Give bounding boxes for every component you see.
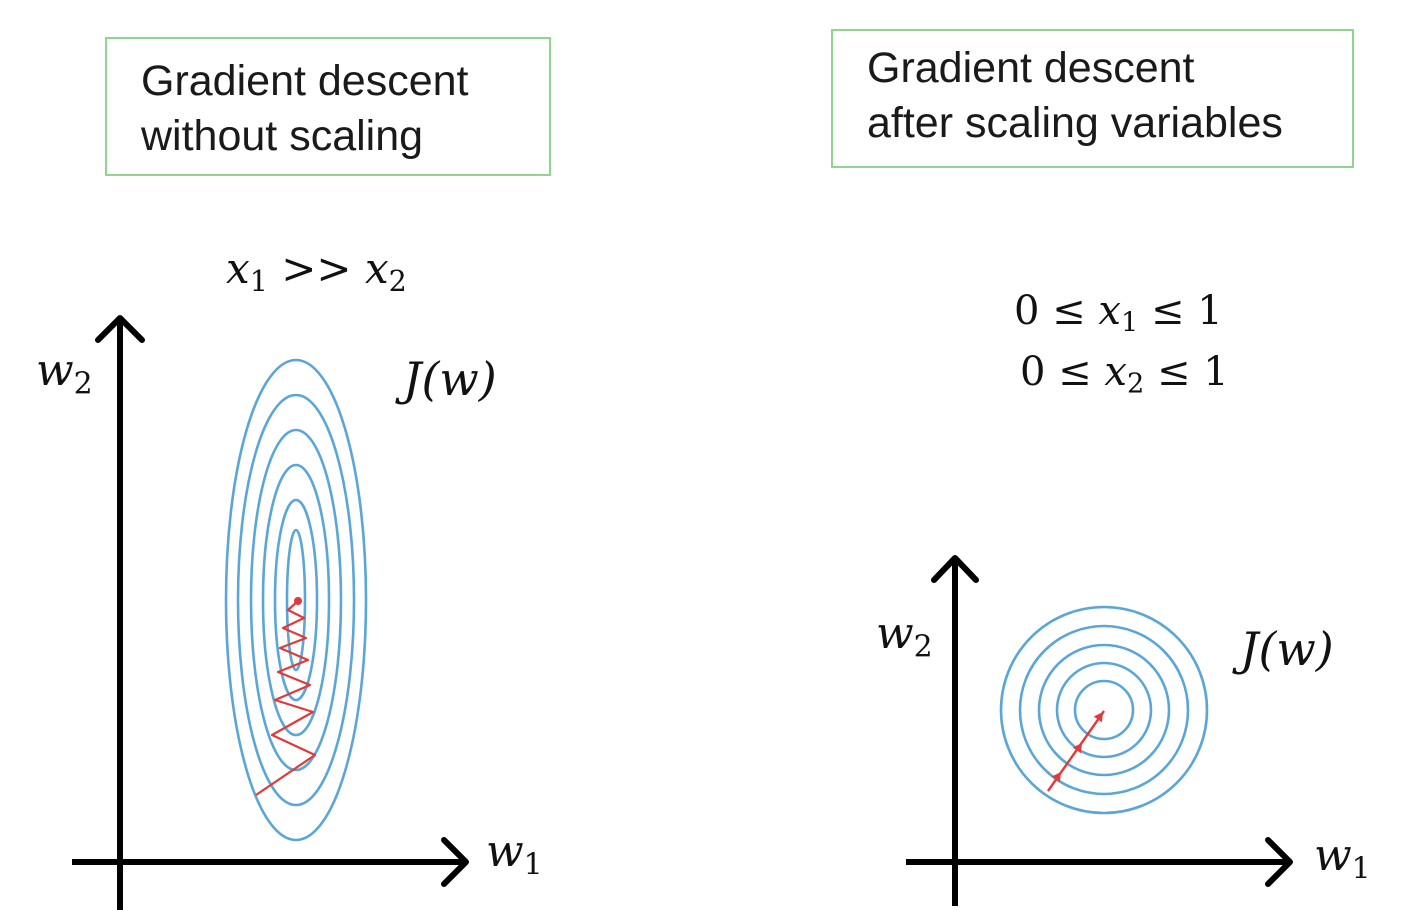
cond2-high: 1 [1203, 349, 1229, 395]
cond1-high: 1 [1197, 288, 1223, 334]
left-axis-y-label: w2 [36, 345, 93, 399]
cond-relation: >> [281, 244, 352, 293]
left-x-var: w [486, 826, 524, 877]
right-path-arrowhead-2 [1072, 743, 1082, 754]
right-title-line-2: after scaling variables [867, 99, 1283, 147]
right-condition-2: 0 ≤ x2 ≤ 1 [1020, 349, 1229, 398]
cond1-low: 0 [1014, 288, 1040, 334]
right-cost-label: J(w) [1240, 622, 1334, 676]
left-title-line-1: Gradient descent [141, 57, 469, 105]
left-zigzag-descent-path [255, 600, 317, 796]
right-direct-descent-path [1047, 710, 1105, 792]
left-path-end-dot [294, 597, 302, 605]
right-contour-ring-1 [999, 605, 1209, 815]
left-contour-ring-6 [285, 528, 307, 672]
cond2-op-a: ≤ [1058, 349, 1092, 395]
left-y-arrowhead [95, 315, 145, 343]
right-path-arrowhead-1 [1051, 772, 1061, 783]
left-axis-x-label: w1 [486, 826, 543, 880]
cond2-low: 0 [1020, 349, 1046, 395]
right-contour-ring-5 [1073, 679, 1135, 741]
cond2-sub: 2 [1126, 368, 1145, 400]
right-contour-ring-4 [1055, 661, 1153, 759]
right-x-var: w [1314, 830, 1352, 881]
cond1-sub: 1 [1120, 307, 1139, 339]
cond-var-x2: x [364, 244, 389, 293]
left-condition-label: x1 >> x2 [226, 244, 407, 295]
right-axis-y-label: w2 [876, 608, 933, 662]
axes [72, 315, 1293, 910]
cond-sub-2: 2 [388, 263, 407, 298]
right-condition-1: 0 ≤ x1 ≤ 1 [1014, 288, 1223, 337]
right-x-sub: 1 [1351, 851, 1371, 887]
right-contour-circles [999, 605, 1209, 815]
left-title-box: Gradient descent without scaling [105, 37, 551, 176]
right-contour-ring-3 [1037, 643, 1171, 777]
left-y-var: w [36, 345, 74, 396]
right-y-arrowhead [931, 555, 979, 583]
left-title-line-2: without scaling [141, 112, 424, 160]
right-axis-x-label: w1 [1314, 830, 1371, 884]
right-x-arrowhead [1265, 837, 1293, 887]
right-y-sub: 2 [913, 629, 933, 665]
cond-var-x1: x [226, 244, 250, 293]
right-title-box: Gradient descent after scaling variables [831, 29, 1354, 168]
left-contour-ring-4 [261, 463, 331, 737]
cond1-op-a: ≤ [1052, 288, 1086, 334]
cond2-op-b: ≤ [1157, 349, 1191, 395]
left-contour-ring-3 [249, 428, 343, 772]
cond-sub-1: 1 [249, 263, 268, 298]
cond1-var: x [1098, 288, 1121, 334]
right-y-var: w [876, 608, 914, 659]
left-y-sub: 2 [73, 366, 93, 402]
left-contour-ring-1 [224, 358, 368, 842]
left-x-arrowhead [441, 837, 469, 887]
right-contour-ring-2 [1018, 624, 1190, 796]
left-contour-ring-2 [236, 393, 356, 807]
left-contour-ring-5 [273, 498, 319, 702]
left-cost-label: J(w) [403, 352, 497, 406]
left-x-sub: 1 [523, 847, 543, 883]
cond2-var: x [1104, 349, 1127, 395]
right-title-line-1: Gradient descent [867, 44, 1195, 92]
cond1-op-b: ≤ [1151, 288, 1185, 334]
left-contour-ellipses [224, 358, 368, 842]
right-path-arrowhead-3 [1093, 712, 1103, 723]
